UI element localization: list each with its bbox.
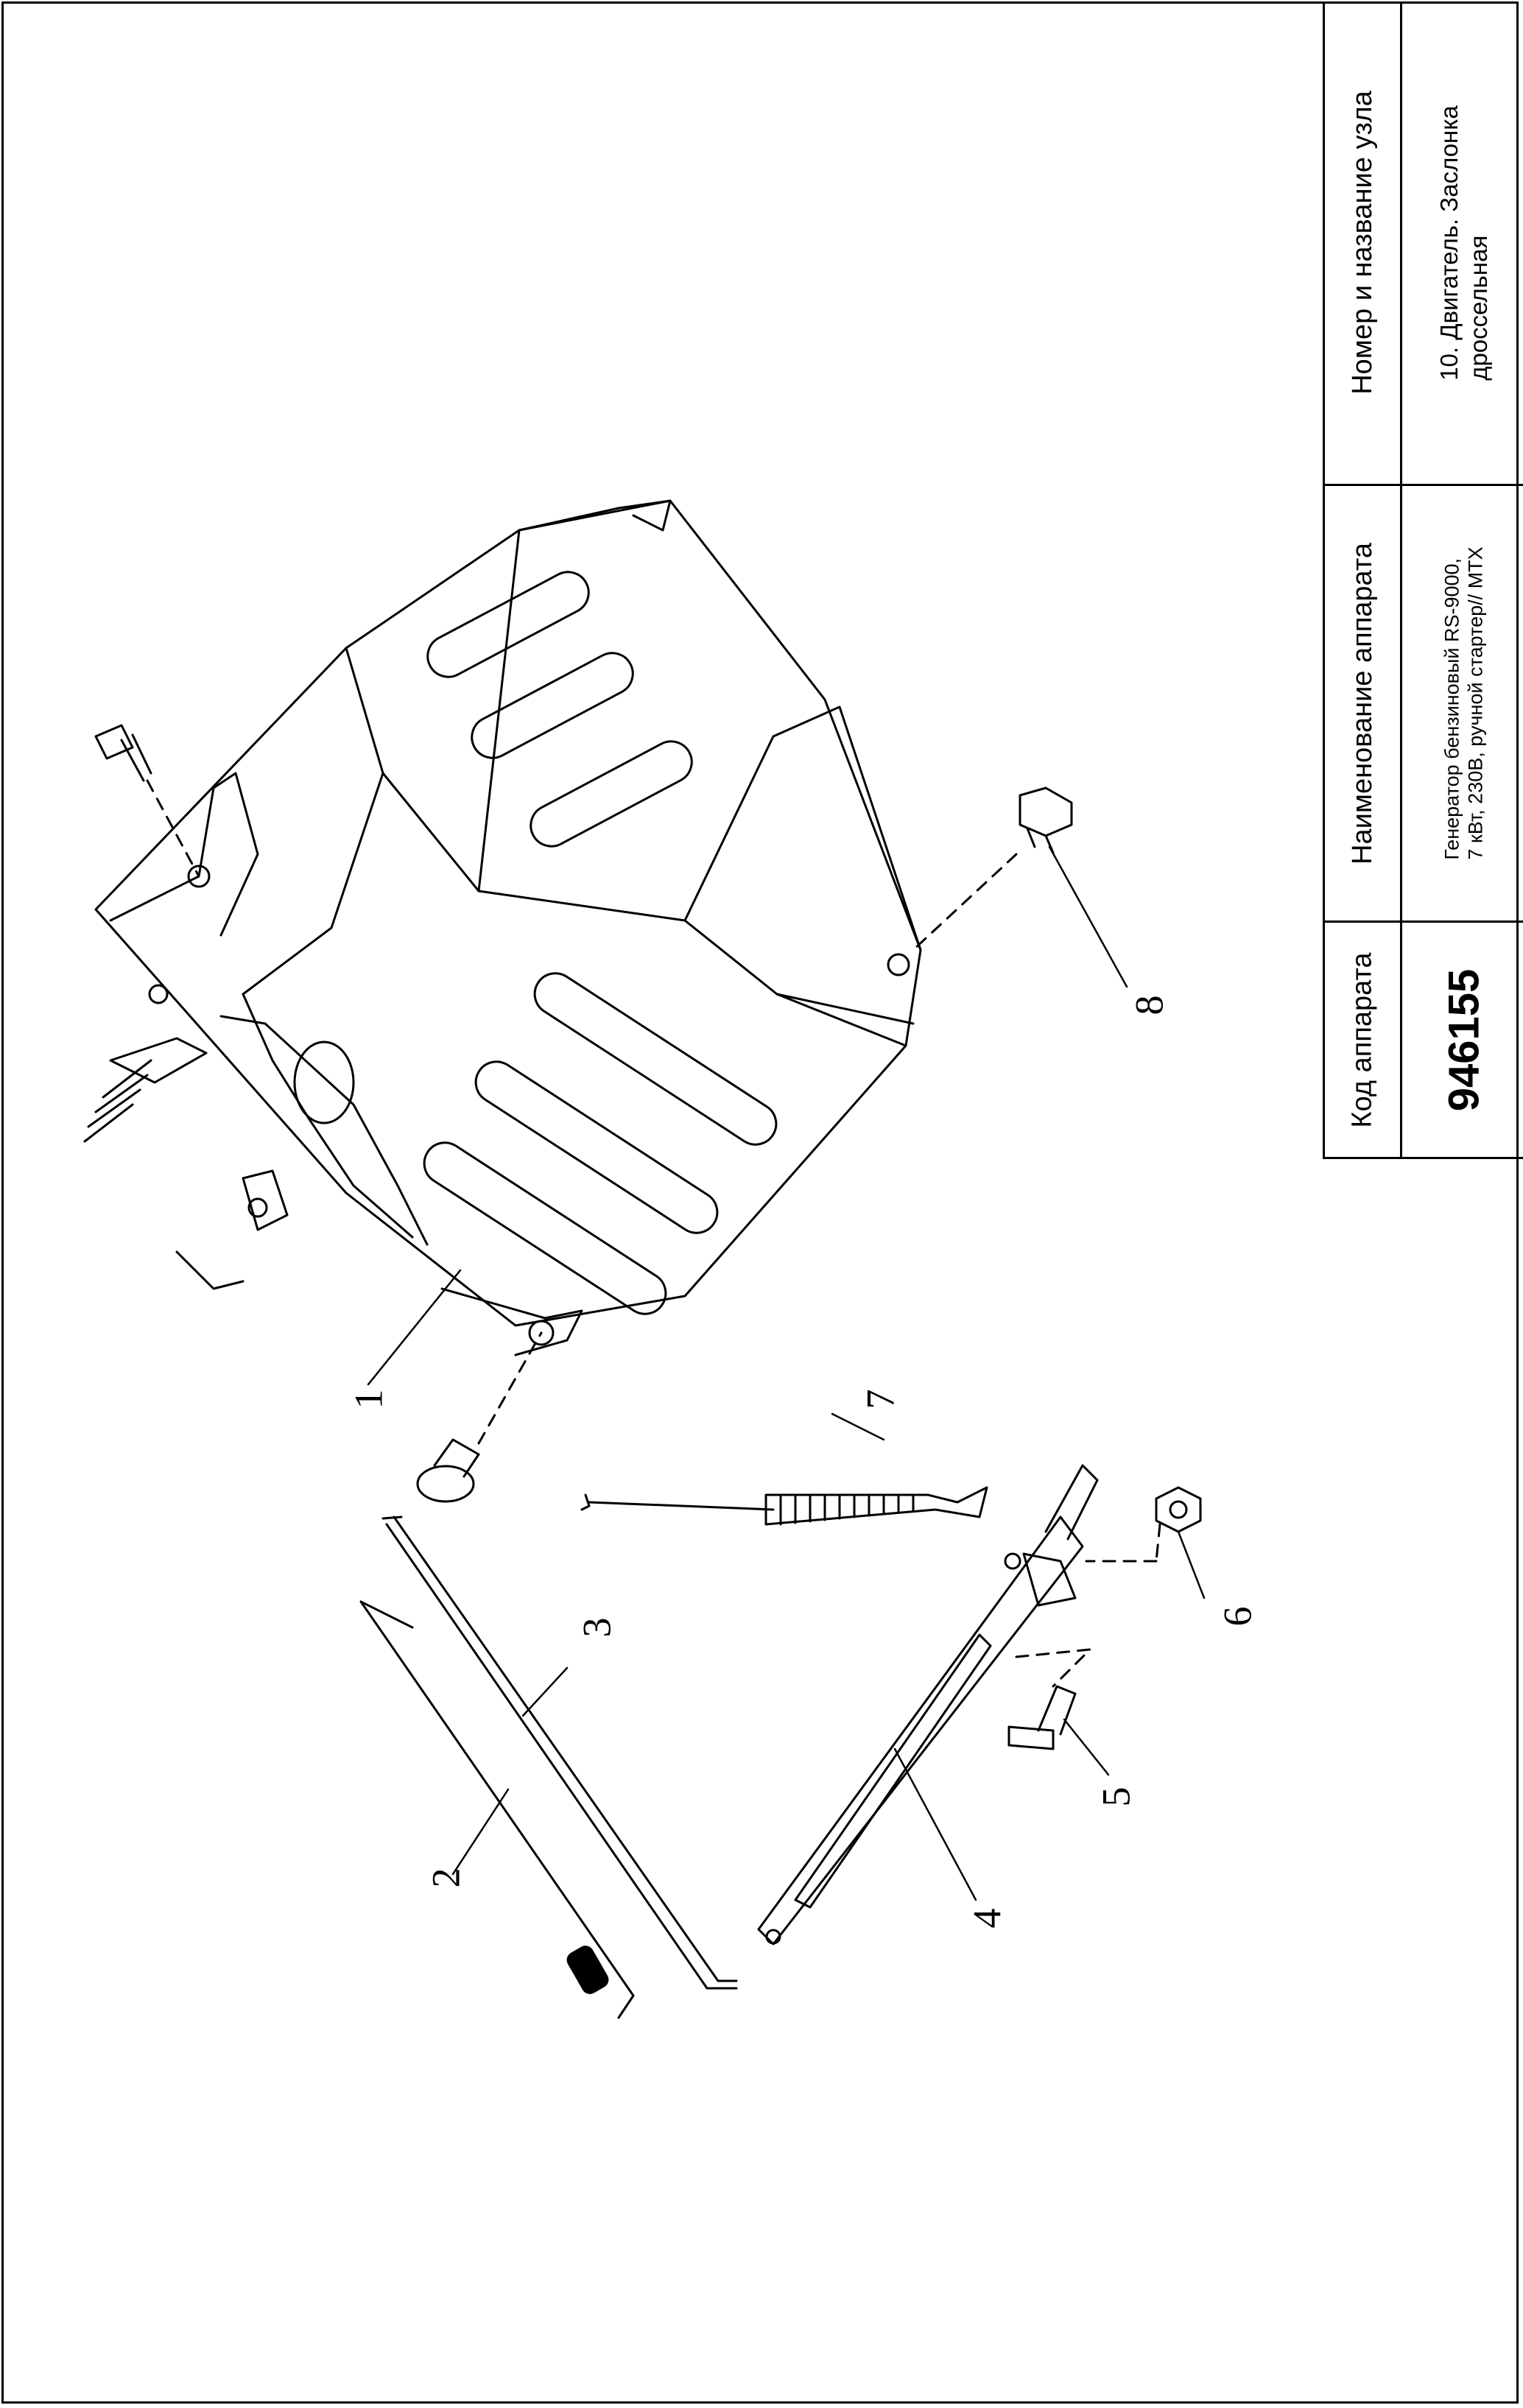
title-block-row-divider-2 — [1325, 920, 1523, 923]
part-8-bolt — [912, 786, 1073, 951]
code-value-cell: 946155 — [1402, 923, 1523, 1157]
callout-2: 2 — [423, 1867, 468, 1888]
code-value: 946155 — [1440, 968, 1488, 1111]
exploded-view-drawing — [83, 499, 1206, 2019]
title-block-row-divider-1 — [1325, 484, 1523, 486]
node-header: Номер и название узла — [1346, 91, 1378, 395]
callout-5: 5 — [1094, 1786, 1138, 1807]
name-header: Наименование аппарата — [1346, 542, 1378, 865]
part-5-pin — [1007, 1648, 1091, 1750]
callout-8: 8 — [1127, 995, 1171, 1015]
part-6-nut — [1085, 1486, 1202, 1563]
callout-4: 4 — [965, 1908, 1009, 1929]
title-block: Номер и название узла 10. Двигатель. Зас… — [1323, 1, 1523, 1159]
name-value: Генератор бензиновый RS-9000, 7 кВт, 230… — [1441, 546, 1487, 860]
part-3-rod — [381, 1515, 738, 1990]
leader-lines — [367, 845, 1206, 1901]
part-1-screw-top — [94, 724, 200, 878]
part-1-screw-bottom — [416, 1331, 543, 1503]
callout-7: 7 — [858, 1389, 902, 1409]
part-1-bracket — [83, 499, 922, 1356]
code-header-cell: Код аппарата — [1325, 923, 1400, 1157]
callout-6: 6 — [1215, 1606, 1259, 1627]
node-value-cell: 10. Двигатель. Заслонка дроссельная — [1402, 1, 1523, 484]
name-value-cell: Генератор бензиновый RS-9000, 7 кВт, 230… — [1402, 486, 1523, 920]
part-2-link — [359, 1600, 635, 2019]
node-value: 10. Двигатель. Заслонка дроссельная — [1435, 105, 1492, 381]
part-4-arm — [757, 1464, 1099, 1946]
part-7-spring — [580, 1486, 988, 1526]
callout-1: 1 — [346, 1389, 390, 1409]
node-header-cell: Номер и название узла — [1325, 1, 1400, 484]
callout-3: 3 — [574, 1617, 619, 1638]
code-header: Код аппарата — [1346, 951, 1378, 1128]
title-block-divider — [1400, 1, 1402, 1157]
name-header-cell: Наименование аппарата — [1325, 486, 1400, 920]
